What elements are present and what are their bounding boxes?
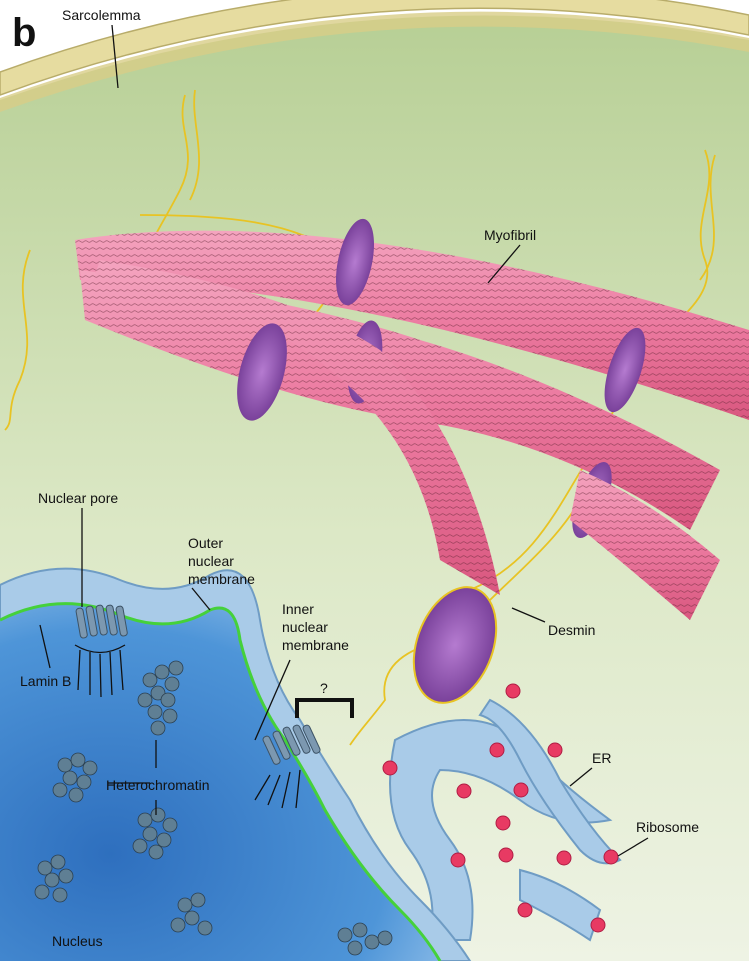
label-lamin-b: Lamin B <box>20 673 71 689</box>
label-sarcolemma: Sarcolemma <box>62 7 141 23</box>
label-nucleus: Nucleus <box>52 933 103 949</box>
label-inner-membrane-3: membrane <box>282 637 349 653</box>
label-question: ? <box>320 680 328 696</box>
panel-letter: b <box>12 11 36 55</box>
label-ribosome: Ribosome <box>636 819 699 835</box>
label-myofibril: Myofibril <box>484 227 536 243</box>
label-outer-membrane-3: membrane <box>188 571 255 587</box>
label-heterochromatin: Heterochromatin <box>106 777 210 793</box>
label-inner-membrane-2: nuclear <box>282 619 328 635</box>
label-outer-membrane-2: nuclear <box>188 553 234 569</box>
label-outer-membrane-1: Outer <box>188 535 223 551</box>
label-er: ER <box>592 750 611 766</box>
label-nuclear-pore: Nuclear pore <box>38 490 118 506</box>
label-inner-membrane-1: Inner <box>282 601 314 617</box>
label-desmin: Desmin <box>548 622 595 638</box>
